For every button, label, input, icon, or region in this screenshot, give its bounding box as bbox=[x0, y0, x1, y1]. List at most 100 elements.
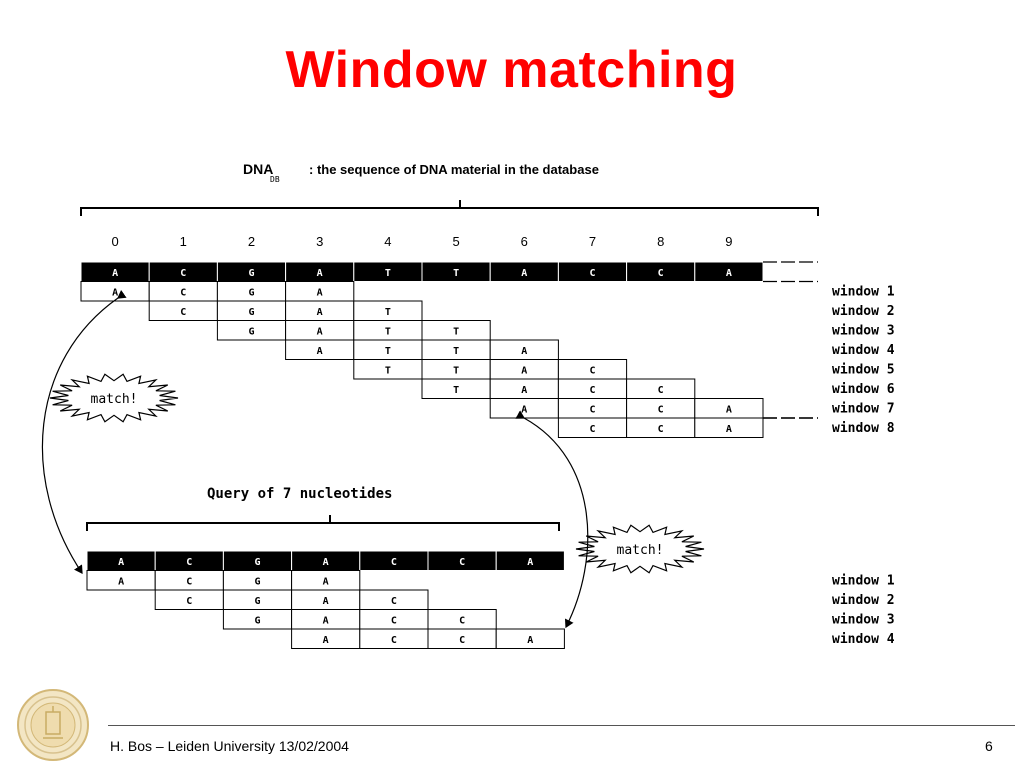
match-burst-left: match! bbox=[49, 373, 179, 423]
query-window-label: window 3 bbox=[832, 613, 895, 628]
db-window-label: window 4 bbox=[832, 343, 895, 358]
query-window-letter: G bbox=[254, 577, 260, 588]
match-label: match! bbox=[91, 392, 138, 407]
db-index: 0 bbox=[111, 234, 118, 249]
db-index: 8 bbox=[657, 234, 664, 249]
match-label: match! bbox=[617, 543, 664, 558]
db-window-letter: C bbox=[589, 385, 595, 396]
query-window-letter: A bbox=[527, 635, 533, 646]
query-window-letter: A bbox=[323, 635, 329, 646]
db-window-letter: T bbox=[385, 346, 391, 357]
db-index: 4 bbox=[384, 234, 391, 249]
match-burst-right: match! bbox=[575, 524, 705, 574]
db-sequence-letter: A bbox=[317, 268, 323, 279]
query-window-label: window 4 bbox=[832, 632, 895, 647]
db-window-letter: A bbox=[317, 327, 323, 338]
db-window-letter: A bbox=[317, 288, 323, 299]
db-window-letter: A bbox=[112, 288, 118, 299]
query-window-letter: C bbox=[391, 596, 397, 607]
query-sequence-letter: A bbox=[323, 557, 329, 568]
db-sequence-letter: C bbox=[589, 268, 595, 279]
db-window-label: window 7 bbox=[832, 402, 895, 417]
db-window-letter: A bbox=[726, 424, 732, 435]
db-window-letter: C bbox=[658, 405, 664, 416]
db-window-letter: G bbox=[248, 288, 254, 299]
db-window-letter: C bbox=[589, 405, 595, 416]
db-window-label: window 1 bbox=[832, 285, 895, 300]
db-window-letter: C bbox=[589, 366, 595, 377]
db-sequence-letter: C bbox=[180, 268, 186, 279]
query-window-label: window 1 bbox=[832, 574, 895, 589]
db-label-text: : the sequence of DNA material in the da… bbox=[309, 162, 599, 177]
match-burst-outline bbox=[575, 524, 705, 574]
db-label-sub: DB bbox=[270, 175, 280, 184]
query-window-letter: C bbox=[459, 616, 465, 627]
query-sequence-letter: C bbox=[186, 557, 192, 568]
query-label: Query of 7 nucleotides bbox=[207, 486, 392, 502]
query-sequence-letter: A bbox=[118, 557, 124, 568]
db-window-letter: A bbox=[521, 346, 527, 357]
db-window-label: window 6 bbox=[832, 382, 895, 397]
db-window-letter: T bbox=[453, 327, 459, 338]
query-bracket bbox=[86, 522, 560, 531]
db-window-label: window 8 bbox=[832, 421, 895, 436]
db-window-cell bbox=[694, 417, 764, 438]
db-index: 9 bbox=[725, 234, 732, 249]
query-window-letter: A bbox=[118, 577, 124, 588]
query-sequence-letter: C bbox=[459, 557, 465, 568]
db-index: 3 bbox=[316, 234, 323, 249]
db-sequence-letter: T bbox=[385, 268, 391, 279]
db-window-letter: T bbox=[453, 385, 459, 396]
db-window-letter: T bbox=[385, 307, 391, 318]
db-window-letter: T bbox=[453, 366, 459, 377]
db-window-letter: C bbox=[180, 288, 186, 299]
db-window-letter: G bbox=[248, 327, 254, 338]
db-window-letter: C bbox=[589, 424, 595, 435]
db-window-letter: A bbox=[521, 405, 527, 416]
db-label-main: DNA bbox=[243, 161, 273, 177]
db-window-label: window 5 bbox=[832, 363, 895, 378]
db-sequence-letter: C bbox=[658, 268, 664, 279]
query-sequence-letter: C bbox=[391, 557, 397, 568]
query-window-letter: G bbox=[254, 596, 260, 607]
query-window-letter: C bbox=[391, 635, 397, 646]
query-sequence-letter: A bbox=[527, 557, 533, 568]
db-sequence-letter: A bbox=[726, 268, 732, 279]
db-index: 2 bbox=[248, 234, 255, 249]
db-sequence-letter: A bbox=[521, 268, 527, 279]
db-window-label: window 3 bbox=[832, 324, 895, 339]
slide-title: Window matching bbox=[285, 41, 738, 99]
db-window-label: window 2 bbox=[832, 304, 895, 319]
db-window-letter: A bbox=[521, 385, 527, 396]
query-window-cell bbox=[495, 628, 565, 649]
db-sequence-letter: G bbox=[248, 268, 254, 279]
db-window-letter: A bbox=[726, 405, 732, 416]
query-window-letter: C bbox=[459, 635, 465, 646]
query-window-letter: C bbox=[391, 616, 397, 627]
db-window-letter: T bbox=[453, 346, 459, 357]
db-index: 7 bbox=[589, 234, 596, 249]
query-window-label: window 2 bbox=[832, 593, 895, 608]
footer-text: H. Bos – Leiden University 13/02/2004 bbox=[110, 738, 349, 754]
leiden-university-seal-icon bbox=[17, 689, 89, 761]
db-window-letter: A bbox=[317, 346, 323, 357]
match-arrow-left bbox=[41, 289, 127, 574]
db-index: 6 bbox=[521, 234, 528, 249]
query-window-letter: A bbox=[323, 616, 329, 627]
db-sequence-letter: T bbox=[453, 268, 459, 279]
query-window-letter: G bbox=[254, 616, 260, 627]
query-window-letter: A bbox=[323, 596, 329, 607]
footer-divider bbox=[108, 725, 1015, 726]
db-sequence-cell bbox=[694, 261, 764, 282]
db-window-letter: C bbox=[180, 307, 186, 318]
query-window-letter: A bbox=[323, 577, 329, 588]
db-window-letter: A bbox=[317, 307, 323, 318]
db-window-letter: A bbox=[521, 366, 527, 377]
db-window-letter: G bbox=[248, 307, 254, 318]
db-bracket bbox=[80, 207, 819, 216]
page-number: 6 bbox=[985, 738, 993, 754]
query-window-letter: C bbox=[186, 577, 192, 588]
db-window-letter: C bbox=[658, 385, 664, 396]
db-window-letter: C bbox=[658, 424, 664, 435]
